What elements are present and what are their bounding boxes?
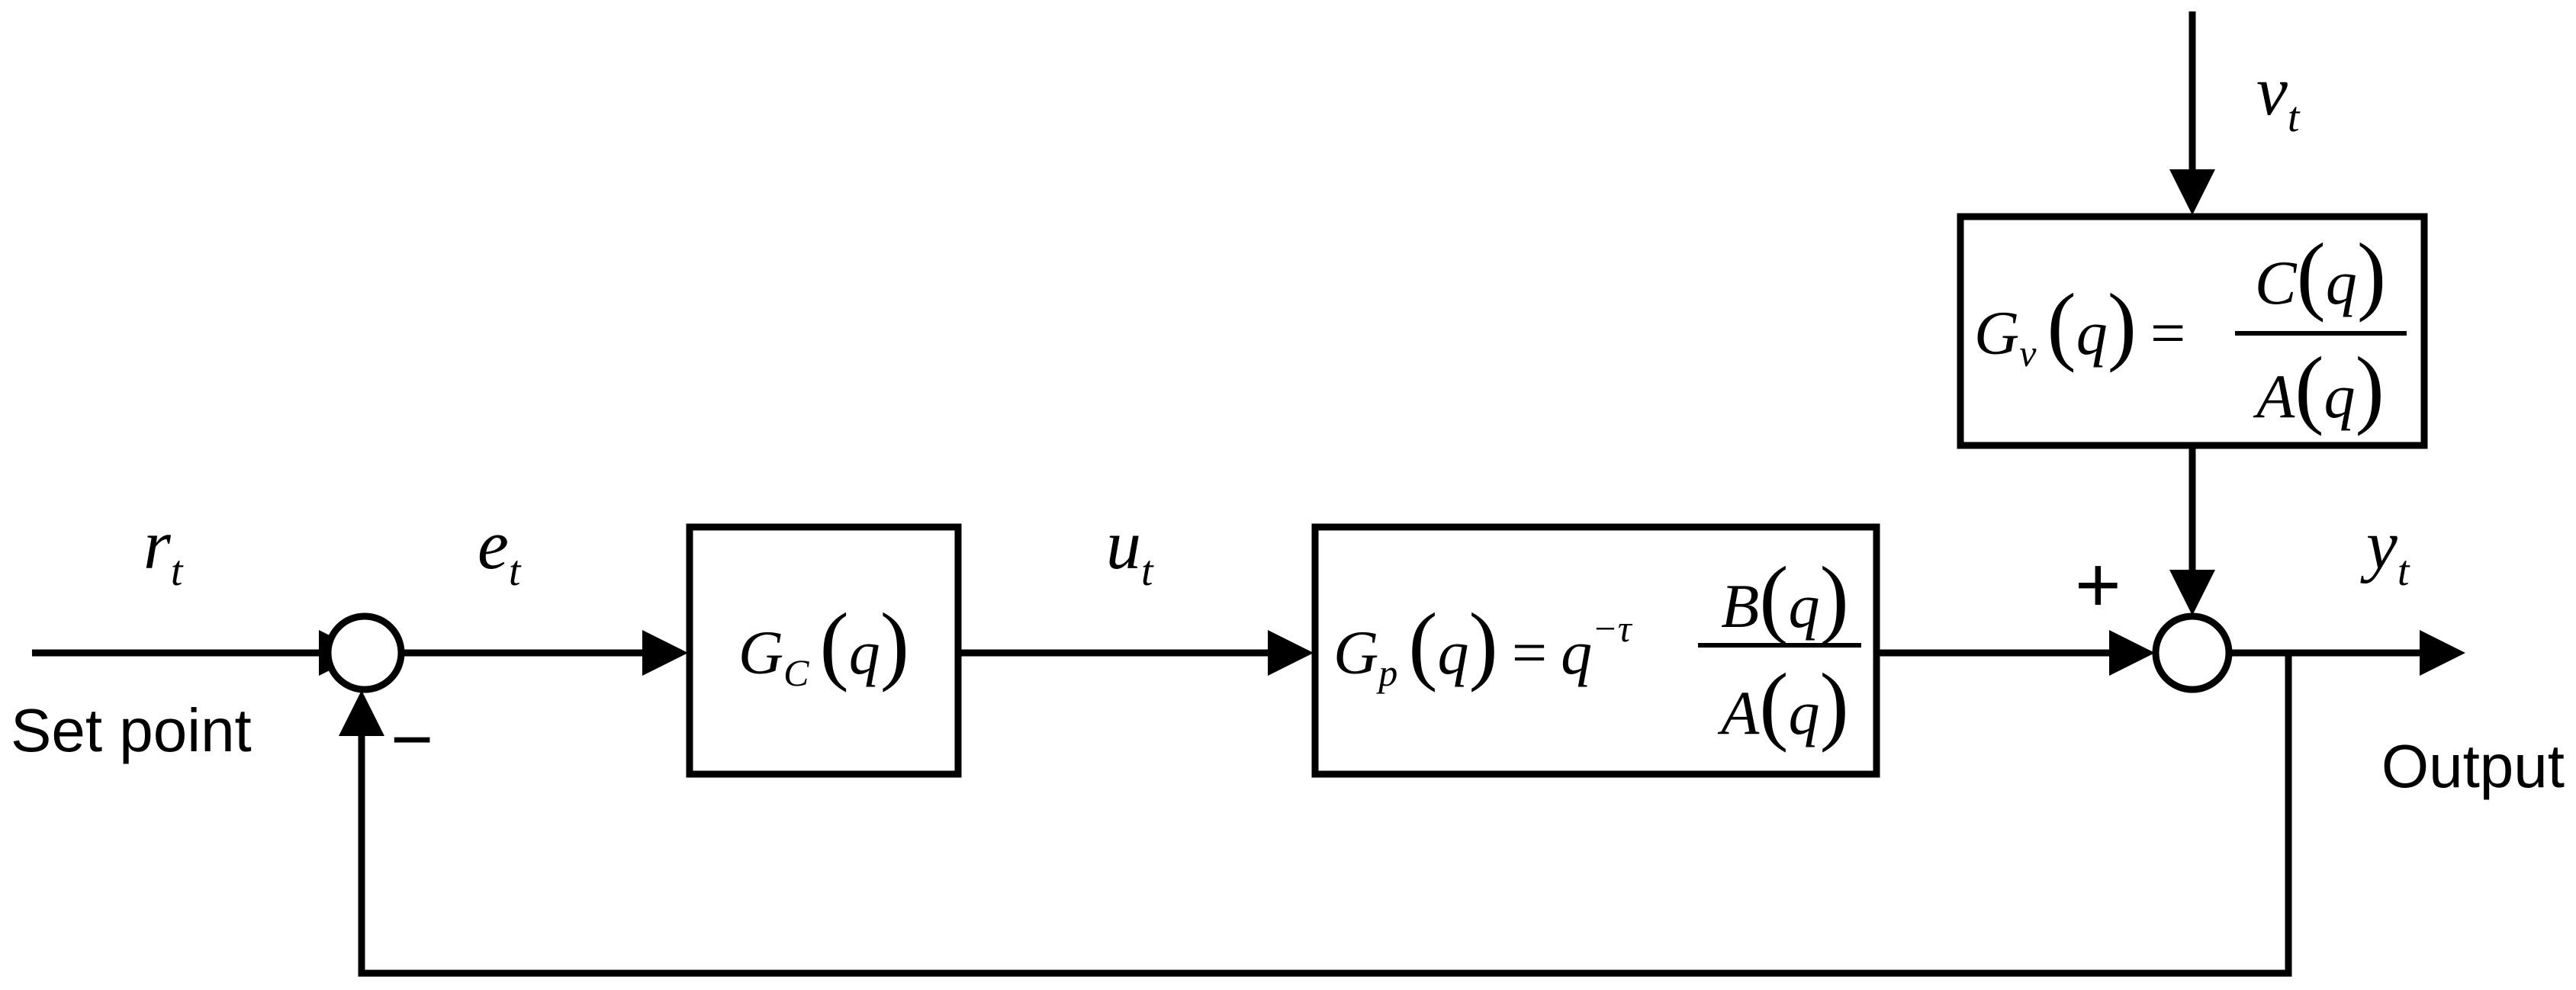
feedback-arrowhead — [339, 690, 384, 736]
noise-numerator: C(q) — [2255, 226, 2386, 323]
controller-block: GC(q) — [686, 523, 962, 778]
disturbance-plus-sign: + — [2075, 541, 2121, 629]
set-point-label: Set point — [11, 696, 252, 764]
error-summing-junction — [324, 612, 405, 693]
noise-output-arrowhead — [2169, 570, 2215, 616]
plant-numerator: B(q) — [1721, 549, 1849, 646]
disturbance-signal-label: vt — [2256, 52, 2301, 141]
error-signal-label: et — [478, 506, 522, 595]
output-arrowhead — [2420, 630, 2465, 676]
feedback-line — [358, 653, 2292, 977]
output-signal-label: yt — [2360, 506, 2410, 595]
error-arrowhead — [642, 630, 688, 676]
disturbance-arrowhead — [2169, 169, 2215, 215]
noise-denominator: A(q) — [2253, 339, 2385, 436]
noise-model-block: Gv(q)= C(q) A(q) — [1957, 213, 2428, 449]
plant-denominator: A(q) — [1717, 656, 1849, 753]
plant-block: Gp(q)=q−τ B(q) A(q) — [1311, 523, 1880, 778]
feedback-minus-sign: − — [391, 699, 433, 780]
output-label: Output — [2381, 732, 2565, 800]
signal-lines — [32, 11, 2465, 977]
control-arrowhead — [1268, 630, 1314, 676]
reference-signal-label: rt — [143, 506, 184, 595]
output-summing-junction — [2152, 612, 2233, 693]
controller-transfer-function: GC(q) — [738, 596, 909, 694]
control-signal-label: ut — [1106, 506, 1154, 595]
plant-output-arrowhead — [2109, 630, 2155, 676]
noise-transfer-function-lhs: Gv(q)= — [1974, 276, 2185, 374]
plant-transfer-function-lhs: Gp(q)=q−τ — [1333, 596, 1633, 694]
